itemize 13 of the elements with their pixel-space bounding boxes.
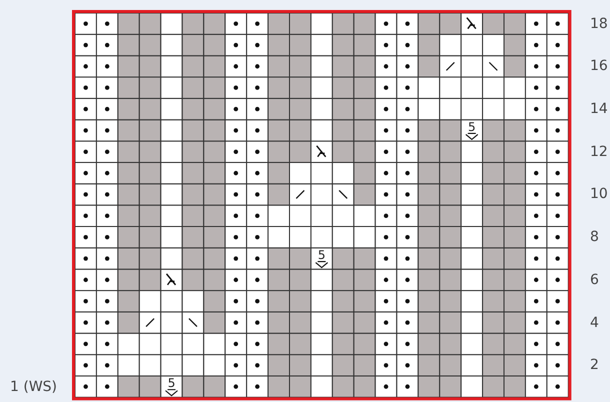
stitch-count: 5 xyxy=(318,248,326,261)
row-number: 4 xyxy=(590,314,599,331)
row-number: 1 (WS) xyxy=(10,378,58,395)
row-number: 14 xyxy=(590,101,608,118)
stitch-count: 5 xyxy=(168,376,176,389)
row-number: 10 xyxy=(590,186,608,202)
stitch-count: 5 xyxy=(468,120,476,133)
row-number: 2 xyxy=(590,357,599,374)
row-number: 6 xyxy=(590,272,599,288)
row-number: 18 xyxy=(590,16,608,32)
row-number: 16 xyxy=(590,58,608,74)
row-number: 12 xyxy=(590,144,608,160)
row-number: 8 xyxy=(590,229,599,246)
